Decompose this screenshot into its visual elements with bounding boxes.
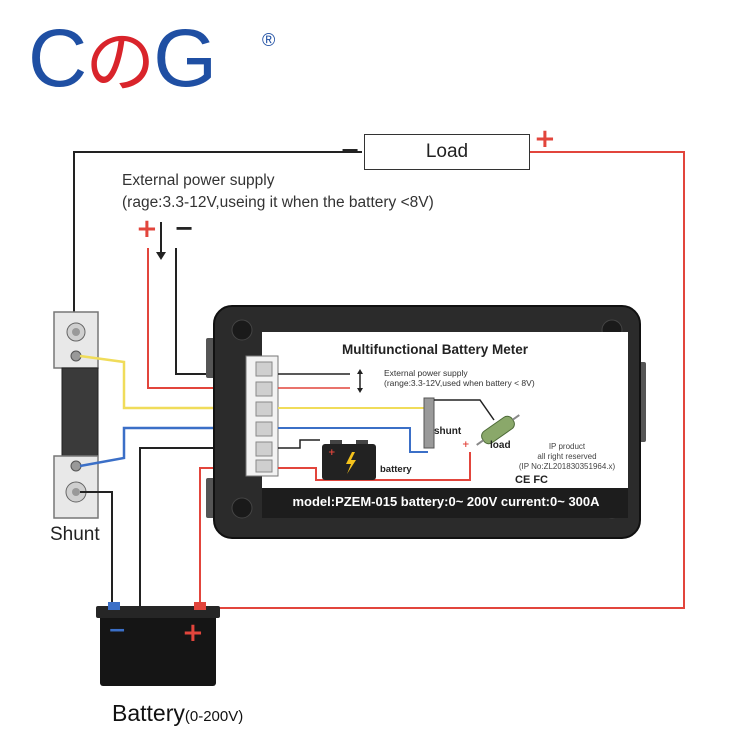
load-negative-wire <box>73 151 362 318</box>
lightning-icon <box>346 452 356 474</box>
blue-wire <box>79 426 270 468</box>
meter-ext-line2: (range:3.3-12V,used when battery < 8V) <box>384 378 535 388</box>
meter-ext-supply-note: External power supply (range:3.3-12V,use… <box>384 368 535 388</box>
external-supply-note: External power supply (rage:3.3-12V,usei… <box>122 170 434 214</box>
svg-text:+: + <box>462 440 470 450</box>
battery-label-text: Battery <box>112 700 185 726</box>
meter-shunt-label: shunt <box>434 426 462 437</box>
load-positive-wire <box>202 151 685 609</box>
meter-ip-line2: all right reserved <box>537 452 597 461</box>
brand-logo: CのG <box>28 18 217 101</box>
meter-model-spec: model:PZEM-015 battery:0~ 200V current:0… <box>292 494 600 509</box>
meter-ip-line3: (IP No:ZL201830351964.x) <box>518 462 616 471</box>
shunt-label: Shunt <box>50 524 100 545</box>
external-supply-range: (rage:3.3-12V,useing it when the battery… <box>122 194 434 211</box>
yellow-wire <box>79 354 270 410</box>
meter-device: + + <box>206 305 646 539</box>
meter-title: Multifunctional Battery Meter <box>341 342 528 357</box>
load-plus-sign: + <box>534 124 556 154</box>
meter-load-label: load <box>490 440 511 451</box>
battery-plus-sign: + <box>182 618 204 648</box>
battery-range: (0-200V) <box>184 708 244 725</box>
load-minus-sign: − <box>340 136 361 164</box>
external-supply-title: External power supply <box>122 172 275 189</box>
meter-ip-note: IP product all right reserved (IP No:ZL2… <box>517 442 617 472</box>
battery-minus-sign: − <box>108 618 127 643</box>
meter-ip-line1: IP product <box>548 442 586 451</box>
ext-plus-sign: + <box>136 214 158 244</box>
ext-minus-sign: − <box>174 214 195 242</box>
battery-negative-wire <box>80 491 113 608</box>
svg-text:+: + <box>328 448 336 458</box>
battery-device <box>96 602 220 686</box>
shunt-device <box>53 311 99 519</box>
logo-letter-g: G <box>153 13 217 104</box>
meter-battery-label: battery <box>380 464 412 475</box>
meter-ext-line1: External power supply <box>384 368 468 378</box>
battery-label: Battery(0-200V) <box>112 700 243 727</box>
resistor-icon <box>476 414 520 446</box>
registered-mark: ® <box>262 30 276 50</box>
load-box: Load <box>364 134 530 170</box>
logo-letter-c: C <box>28 13 87 104</box>
certification-marks: CE FC <box>515 474 548 486</box>
logo-letter-no: の <box>85 23 155 101</box>
